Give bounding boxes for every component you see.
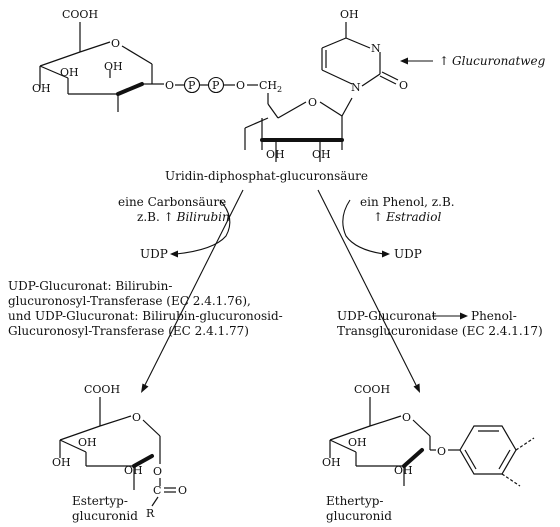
uracil-ring: OH N O N [321,8,408,94]
glucuronate-ring-top: COOH O OH OH OH [32,8,164,112]
carbonyl-oxygen-label: O [399,79,408,92]
compound-name: Uridin-diphosphat-glucuronsäure [165,169,368,183]
pathway-label: Glucuronatweg [452,54,546,68]
right-enzyme-line1: UDP-Glucuronat [337,309,437,323]
ether-label-line1: Ethertyp- [326,494,384,508]
carbonyl-oxygen-label: O [178,484,187,497]
carbonyl-carbon-label: C [153,484,161,497]
hydroxyl-label: OH [394,464,413,477]
pathway-arrow-symbol: ↑ [439,54,449,68]
pyrophosphate-chain: O P P O CH2 [165,76,282,94]
ester-oxygen-label: O [153,465,162,478]
ether-oxygen-label: O [437,445,446,458]
left-enzyme-line4: Glucuronosyl-Transferase (EC 2.4.1.77) [8,324,249,338]
right-enzyme-line1-extra: Phenol- [471,309,517,323]
ch2-label: CH2 [259,79,282,94]
nitrogen-label: N [351,81,361,94]
ester-glucuronide-structure: COOH O OH OH OH O C O R Estertyp- glucur… [52,383,187,523]
cooh-label: COOH [84,383,120,396]
hydroxyl-label: OH [340,8,359,21]
hydroxyl-label: OH [52,456,71,469]
ribose-ring: O OH OH [244,93,353,162]
hydroxyl-label: OH [124,464,143,477]
hydroxyl-label: OH [32,82,51,95]
phosphate-circle [183,76,201,94]
nitrogen-label: N [371,42,381,55]
hydroxyl-label: OH [322,456,341,469]
link-oxygen-label: O [165,79,174,92]
right-reaction-branch: ein Phenol, z.B. ↑Estradiol UDP UDP-Gluc… [317,189,543,393]
left-substrate-line1: eine Carbonsäure [118,195,226,209]
ether-label-line2: glucuronid [326,509,392,523]
hydroxyl-label: OH [104,60,123,73]
ester-label-line2: glucuronid [72,509,138,523]
right-substrate-line2: ↑Estradiol [373,210,441,224]
cooh-label: COOH [354,383,390,396]
cooh-label: COOH [62,8,98,21]
hydroxyl-label: OH [312,148,331,161]
bridge-oxygen-label: O [236,79,245,92]
udp-glucuronic-acid-structure: COOH O OH OH OH O P [32,8,546,183]
hydroxyl-label: OH [78,436,97,449]
hydroxyl-label: OH [348,436,367,449]
left-udp-label: UDP [140,247,168,261]
right-udp-label: UDP [394,247,422,261]
phosphate-label: P [188,79,196,92]
ether-glucuronide-structure: COOH O OH OH OH O Ethertyp- glucuronid [322,383,535,523]
left-reaction-branch: eine Carbonsäure z.B. ↑Bilirubin UDP UDP… [8,189,283,393]
r-group-label: R [146,507,155,520]
left-enzyme-line1: UDP-Glucuronat: Bilirubin- [8,279,172,293]
left-enzyme-line2: glucuronosyl-Transferase (EC 2.4.1.76), [8,294,251,308]
ring-oxygen-label: O [111,37,120,50]
hydroxyl-label: OH [266,148,285,161]
phosphate-circle [207,76,225,94]
phenyl-ring [459,425,535,487]
left-substrate-line2: z.B. ↑Bilirubin [137,210,230,224]
right-enzyme-line2: Transglucuronidase (EC 2.4.1.17) [337,324,543,338]
ring-oxygen-label: O [132,411,141,424]
phosphate-label: P [212,79,220,92]
right-substrate-line1: ein Phenol, z.B. [360,195,455,209]
ester-label-line1: Estertyp- [72,494,128,508]
hydroxyl-label: OH [60,66,79,79]
glucuronate-pathway-pointer: ↑ Glucuronatweg [400,54,546,68]
ring-oxygen-label: O [402,411,411,424]
ribose-oxygen-label: O [308,96,317,109]
left-enzyme-line3: und UDP-Glucuronat: Bilirubin-glucuronos… [8,309,283,323]
